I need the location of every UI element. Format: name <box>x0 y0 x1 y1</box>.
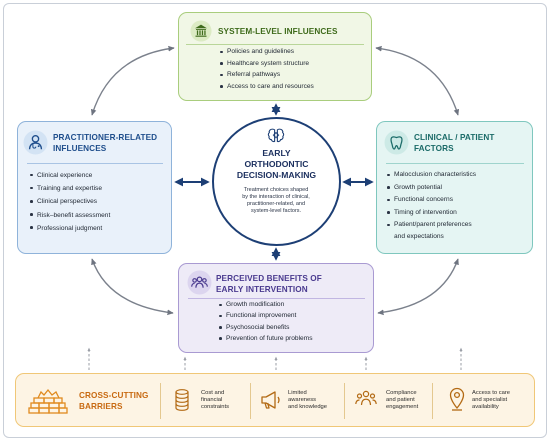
arrow-clinical-benefits <box>377 258 459 316</box>
barrier-line: financial <box>201 397 223 404</box>
location-pin-icon <box>448 386 466 412</box>
barrier-cost-text: Cost and financial constraints <box>201 390 229 412</box>
system-title: SYSTEM-LEVEL INFLUENCES <box>218 27 338 36</box>
figure-frame <box>3 3 547 438</box>
barrier-line: Access to care <box>472 390 511 396</box>
group-icon <box>187 270 212 295</box>
practitioner-title-line2: INFLUENCES <box>53 144 107 153</box>
list-item: Training and expertise <box>30 182 110 195</box>
clinical-divider <box>386 163 524 164</box>
list-item: Risk–benefit assessment <box>30 209 110 222</box>
arrow-practitioner-benefits <box>91 258 174 316</box>
clinical-title-line2: FACTORS <box>414 144 454 153</box>
barrier-compliance-text: Compliance and patient engagement <box>386 390 418 412</box>
center-title-line2: ORTHODONTIC <box>244 159 309 169</box>
arrow-system-clinical <box>375 45 460 116</box>
barrier-awareness-text: Limited awareness and knowledge <box>288 390 327 412</box>
center-title-line3: DECISION-MAKING <box>236 170 317 180</box>
arrow-system-practitioner <box>90 45 175 116</box>
barriers-title-line2: BARRIERS <box>79 402 123 411</box>
center-desc-line4: system-level factors. <box>250 208 302 214</box>
list-item: Functional concerns <box>387 194 476 207</box>
megaphone-icon <box>259 389 283 411</box>
list-item: Professional judgment <box>30 222 110 235</box>
center-title-line1: EARLY <box>262 148 291 158</box>
list-item: Access to care and resources <box>220 81 314 93</box>
list-item: Malocclusion characteristics <box>387 169 476 182</box>
clinical-list: Malocclusion characteristics Growth pote… <box>387 169 476 232</box>
list-item: Psychosocial benefits <box>219 322 313 333</box>
benefits-list: Growth modification Functional improveme… <box>219 299 313 344</box>
barrier-line: Compliance <box>386 390 417 396</box>
practitioner-divider <box>27 163 163 164</box>
center-desc-line1: Treatment choices shaped <box>243 187 309 193</box>
list-item: Growth modification <box>219 299 313 310</box>
list-item: Patient/parent preferences <box>387 219 476 232</box>
barriers-title-line1: CROSS-CUTTING <box>79 391 149 400</box>
coins-icon <box>172 387 192 413</box>
list-item: Clinical perspectives <box>30 195 110 208</box>
list-item: Healthcare system structure <box>220 58 314 70</box>
center-desc-line2: by the interaction of clinical, <box>242 194 310 200</box>
government-building-icon <box>190 20 212 42</box>
clinical-title-line1: CLINICAL / PATIENT <box>414 133 495 142</box>
list-item: Timing of intervention <box>387 207 476 220</box>
barrier-separator <box>344 383 345 419</box>
barrier-line: Cost and <box>201 390 225 396</box>
list-item: Clinical experience <box>30 169 110 182</box>
system-divider <box>186 44 364 45</box>
barrier-line: availability <box>472 404 499 411</box>
barrier-separator <box>160 383 161 419</box>
barrier-line: awareness <box>288 397 317 404</box>
list-item: Growth potential <box>387 182 476 195</box>
brick-wall-icon <box>28 386 68 414</box>
tooth-icon <box>384 130 409 155</box>
practitioner-title-line1: PRACTITIONER-RELATED <box>53 133 158 142</box>
list-item: Prevention of future problems <box>219 333 313 344</box>
center-circle: EARLY ORTHODONTIC DECISION-MAKING Treatm… <box>212 117 341 246</box>
barrier-access-text: Access to care and specialist availabili… <box>472 390 510 412</box>
brain-gear-icon <box>265 125 287 147</box>
center-desc-line3: practitioner-related, and <box>246 201 306 207</box>
system-list: Policies and guidelines Healthcare syste… <box>220 46 314 92</box>
barrier-line: and knowledge <box>288 404 327 411</box>
benefits-title-line1: PERCEIVED BENEFITS OF <box>216 274 322 283</box>
clinical-list-continuation: and expectations <box>394 233 444 240</box>
barrier-separator <box>250 383 251 419</box>
barrier-line: engagement <box>386 404 419 411</box>
practitioner-list: Clinical experience Training and experti… <box>30 169 110 235</box>
barrier-line: constraints <box>201 404 230 411</box>
benefits-title-line2: EARLY INTERVENTION <box>216 285 308 294</box>
barrier-separator <box>432 383 433 419</box>
list-item: Referral pathways <box>220 69 314 81</box>
barrier-line: Limited <box>288 390 307 396</box>
people-icon <box>354 388 378 410</box>
list-item: Functional improvement <box>219 310 313 321</box>
list-item: Policies and guidelines <box>220 46 314 58</box>
benefits-box <box>178 263 374 353</box>
benefits-divider <box>188 298 365 299</box>
barrier-line: and specialist <box>472 397 508 404</box>
barrier-line: and patient <box>386 397 415 404</box>
doctor-icon <box>23 130 48 155</box>
